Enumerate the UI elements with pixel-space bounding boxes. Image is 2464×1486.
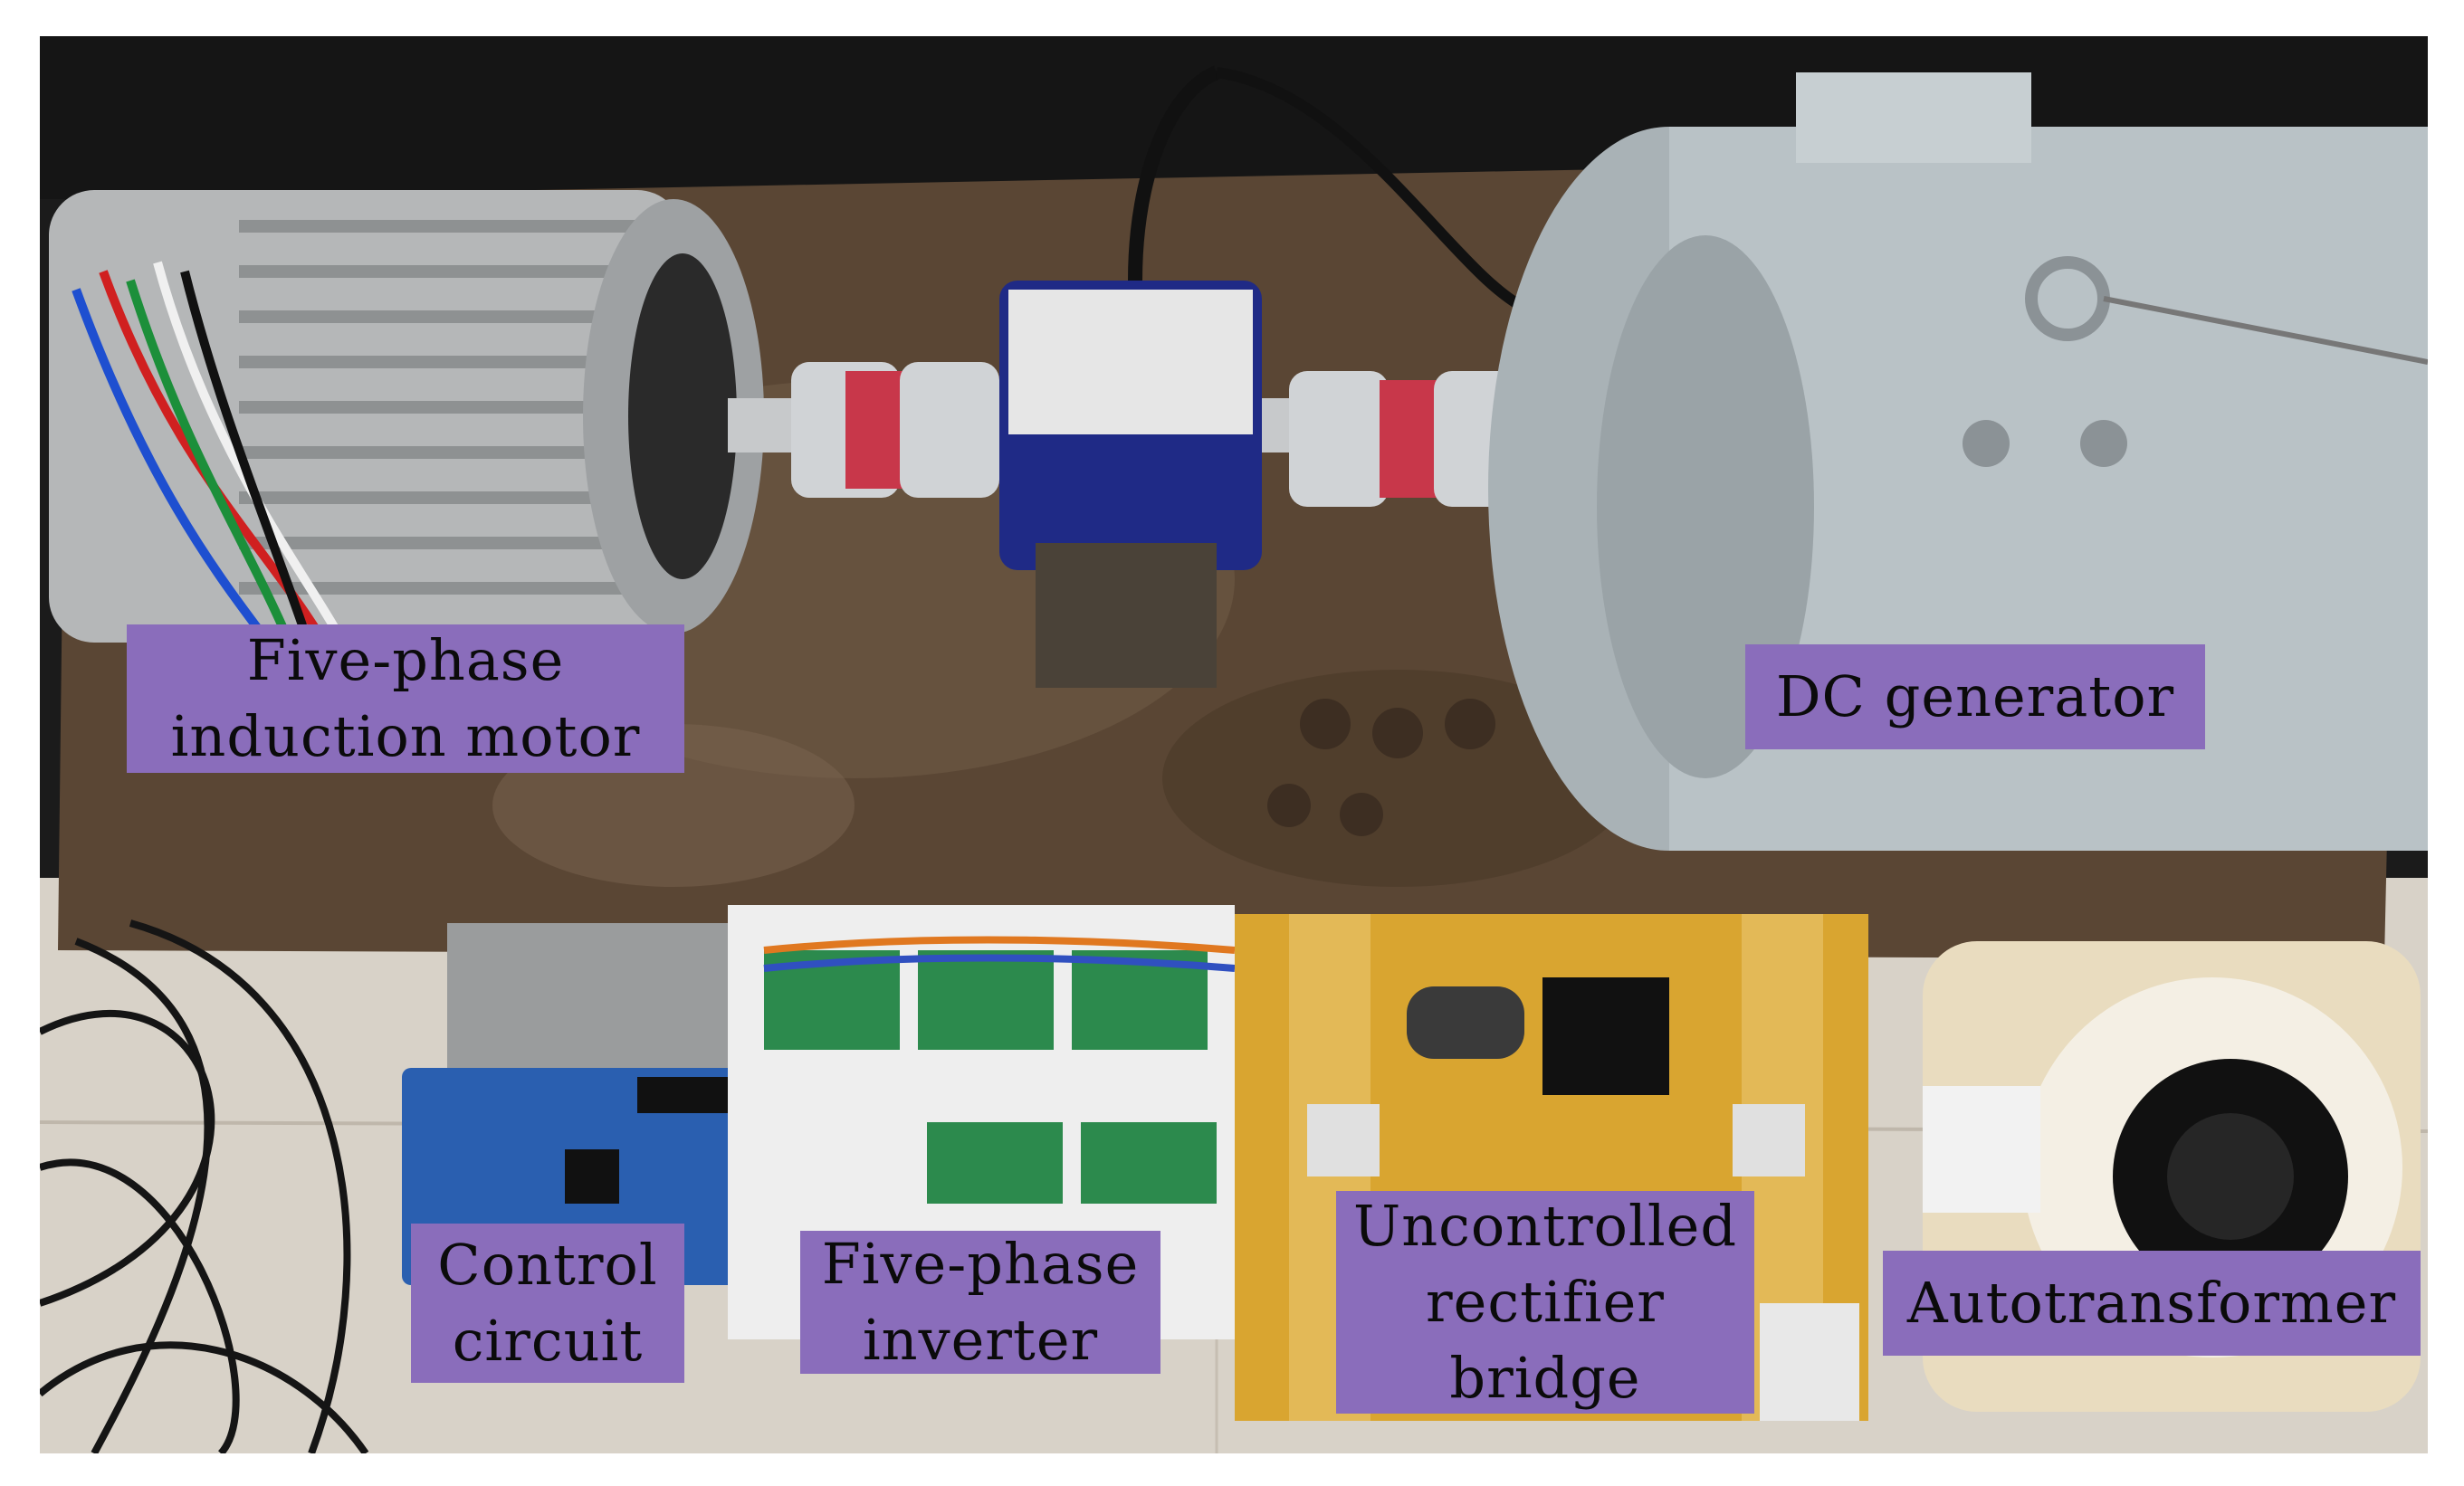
label-dc-generator-text: DC generator	[1775, 663, 2175, 729]
label-uncontrolled-rectifier-bridge: Uncontrolled rectifier bridge	[1336, 1191, 1754, 1414]
label-autotransformer-text: Autotransformer	[1906, 1270, 2397, 1336]
label-five-phase-induction-motor: Five-phase induction motor	[127, 624, 684, 773]
label-control-line1: Control	[437, 1232, 658, 1298]
label-motor-line1: Five-phase	[246, 627, 565, 693]
label-inverter-line1: Five-phase	[821, 1231, 1140, 1297]
label-control-line2: circuit	[452, 1308, 644, 1374]
coupling-left	[791, 362, 999, 498]
rectifier-board	[1235, 914, 1868, 1421]
label-bridge-line3: bridge	[1449, 1345, 1641, 1411]
label-five-phase-inverter: Five-phase inverter	[800, 1231, 1160, 1374]
cable-bundle	[40, 919, 369, 1453]
label-autotransformer: Autotransformer	[1883, 1251, 2421, 1356]
label-bridge-line2: rectifier	[1426, 1269, 1665, 1335]
label-motor-line2: induction motor	[170, 703, 641, 769]
torque-sensor	[999, 65, 1527, 688]
label-control-circuit: Control circuit	[411, 1224, 684, 1383]
induction-motor	[49, 190, 764, 655]
label-inverter-line2: inverter	[862, 1307, 1099, 1373]
label-dc-generator: DC generator	[1745, 644, 2205, 749]
label-bridge-line1: Uncontrolled	[1352, 1193, 1738, 1259]
